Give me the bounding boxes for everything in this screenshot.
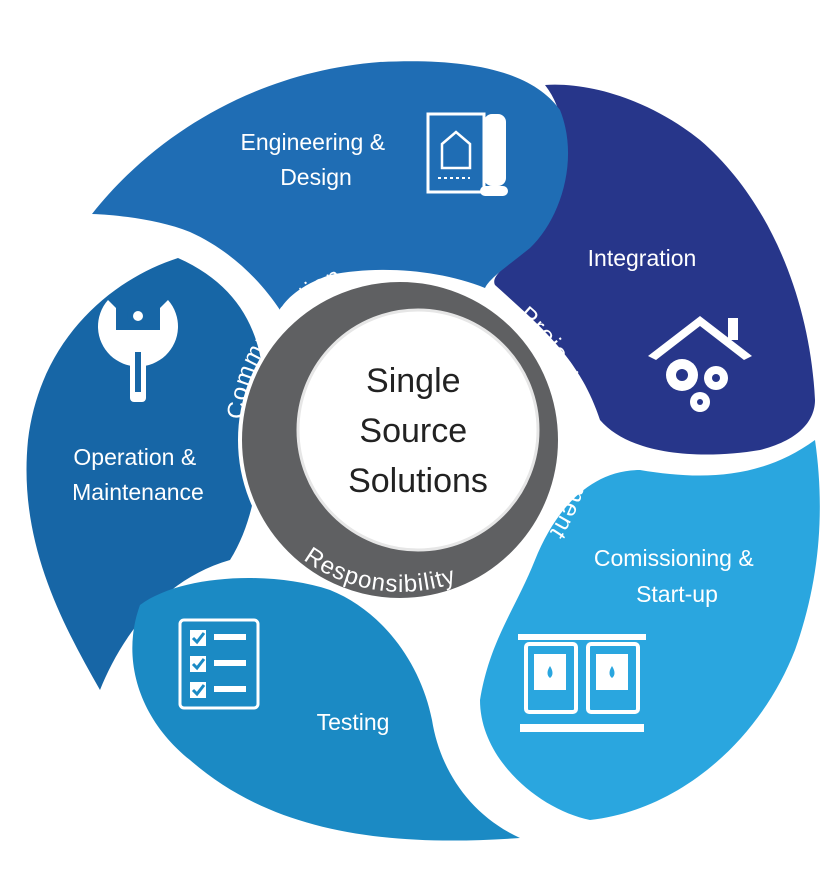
house-gears-icon — [648, 316, 752, 412]
svg-text:Operation & Maintenance: Operation & Maintenance — [72, 444, 204, 505]
blueprint-icon — [426, 112, 508, 196]
wrench-gear-icon — [98, 300, 178, 402]
segment-engineering-shape — [92, 61, 569, 310]
segment-testing[interactable]: Testing — [132, 578, 520, 841]
svg-text:Comissioning & Start-up: Comissioning & Start-up — [594, 545, 760, 607]
svg-text:Engineering & Design: Engineering & Design — [241, 129, 392, 190]
segment-integration[interactable]: Integration — [494, 84, 815, 455]
segment-testing-shape — [132, 578, 520, 841]
center-line2: Source — [359, 412, 467, 450]
segment-commissioning[interactable]: Comissioning & Start-up — [480, 440, 820, 820]
commissioning-label-line1: Comissioning & — [594, 545, 754, 571]
commissioning-label-line2: Start-up — [636, 581, 718, 607]
cabinet-icon — [518, 634, 646, 732]
operation-label-line2: Maintenance — [72, 479, 204, 505]
engineering-label-line1: Engineering & — [241, 129, 386, 155]
testing-label: Testing — [317, 709, 390, 735]
operation-label-line1: Operation & — [73, 444, 196, 470]
segment-operation[interactable]: Operation & Maintenance — [26, 258, 264, 690]
checklist-icon — [178, 618, 260, 710]
center-line3: Solutions — [348, 462, 488, 500]
segment-operation-shape — [26, 258, 264, 690]
segment-engineering[interactable]: Engineering & Design — [92, 61, 569, 310]
svg-text:Single Source Solu: Single Source Solutions — [348, 362, 488, 500]
center-line1: Single — [366, 362, 461, 400]
integration-label: Integration — [588, 245, 697, 271]
segment-integration-shape — [494, 84, 815, 455]
center-hub: Single Source Solutions — [296, 308, 540, 552]
engineering-label-line2: Design — [280, 164, 352, 190]
